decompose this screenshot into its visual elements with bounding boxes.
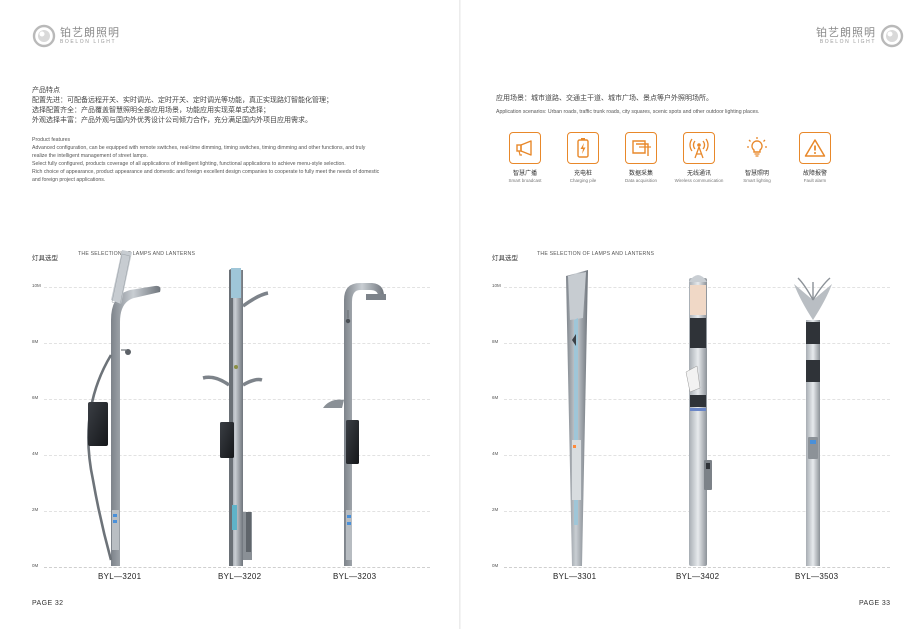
lamp-arm [241,291,269,308]
pole-byl-3202 [202,268,269,566]
page-number: PAGE 33 [859,600,891,607]
light-column [690,285,706,315]
info-screen [220,422,234,458]
features-title: 产品特点 [32,86,60,94]
black-band [690,318,706,348]
pole-byl-3503 [794,277,832,566]
feature-en-line: and foreign project applications. [32,177,106,183]
scale-label: 6M [492,395,499,400]
feature-fault-alarm: 故障报警 Fault alarm [786,132,844,183]
scale-label: 10M [492,283,501,288]
icon-label-cn: 充电桩 [573,171,592,177]
feature-charging-pile: 充电桩 Charging pile [554,132,612,183]
ground-line [44,567,430,568]
feature-smart-lighting: 智慧照明 Smart lighting [728,132,786,183]
feature-icon-row: 智慧广播 Smart broadcast 充电桩 Charging pile 数… [496,132,844,183]
data-stack-icon [632,140,651,156]
feature-data-acquisition: 数据采集 Data acquisition [612,132,670,183]
page-number: PAGE 32 [32,600,64,607]
brand-name-cn: 铂艺朗照明 [816,26,876,39]
feature-wireless-communication: 无线通讯 Wireless communication [670,132,728,183]
scenarios-cn: 应用场景：城市道路、交通主干道、城市广场、景点等户外照明场所。 [496,93,713,103]
lightbulb-icon [747,137,767,157]
brand-ring-icon [32,24,56,48]
icon-label-cn: 无线通讯 [686,171,711,177]
section-subtitle: THE SELECTION OF LAMPS AND LANTERNS [78,251,196,257]
pole-byl-3203 [323,283,386,566]
icon-label-cn: 故障报警 [802,171,827,177]
feature-en-line: Select fully configured, products covera… [32,161,346,167]
section-title: 灯具选型 [32,254,58,262]
icon-label-en: Smart lighting [743,178,771,183]
info-screen [346,420,359,464]
advertising-screen [88,402,108,446]
model-label: BYL—3201 [98,572,142,581]
pole-byl-3301 [566,270,588,566]
scale-label: 2M [492,507,499,512]
brand-logo-left: 铂艺朗照明 BOELON LIGHT [32,24,120,48]
icon-label-en: Data acquisition [624,178,658,183]
feature-line: 外观选择丰富：产品外观与国内外优秀设计公司倾力合作，充分满足国内外项目应用需求。 [32,116,312,124]
warning-icon [804,139,826,157]
scenarios-en-text: Application scenarios: Urban roads, traf… [496,109,760,115]
speaker [685,365,701,393]
scale-label: 4M [32,451,39,456]
section-subtitle: THE SELECTION OF LAMPS AND LANTERNS [537,251,655,257]
pole-byl-3201 [87,250,161,566]
scale-label: 10M [32,283,41,288]
feature-smart-broadcast: 智慧广播 Smart broadcast [496,132,554,183]
charging-pile-icon [577,138,589,158]
model-label: BYL—3301 [553,572,597,581]
model-label: BYL—3202 [218,572,262,581]
feature-en-line: realize the intelligent management of st… [32,153,148,159]
section-title: 灯具选型 [492,254,518,262]
pole-panel-head [568,272,586,320]
model-label: BYL—3402 [676,572,720,581]
icon-label-en: Smart broadcast [508,178,542,183]
icon-label-en: Charging pile [569,178,597,183]
light-panel-top [231,268,241,298]
ground-line [504,567,890,568]
scale-label: 6M [32,395,39,400]
megaphone-icon [516,140,532,156]
scale-label: 4M [492,451,499,456]
antenna-icon [689,138,709,159]
brand-name-cn: 铂艺朗照明 [60,26,120,39]
scale-label: 2M [32,507,39,512]
features-en-title: Product features [32,137,71,143]
lamp-arm-left [202,375,231,387]
scale-label: 8M [32,339,39,344]
feature-en-line: Advanced configuration, can be equipped … [32,145,366,151]
icon-label-en: Wireless communication [674,178,724,183]
feature-line: 选择配置齐全：产品覆盖智慧照明全部应用场景，功能应用实现菜单式选择； [32,106,270,114]
brand-name-en: BOELON LIGHT [60,39,117,45]
flower-lamp-head [794,284,832,320]
features-cn-block: 产品特点 配置先进：可配备远程开关、实时调光、定时开关、定时调光等功能，真正实现… [32,85,333,125]
camera [345,318,351,324]
scale-label: 0M [32,563,39,568]
brand-ring-icon [880,24,904,48]
book-spine [459,0,461,629]
brand-logo-right: 铂艺朗照明 BOELON LIGHT [816,24,904,48]
secondary-lamp [323,399,344,408]
scenarios-en: Application scenarios: Urban roads, traf… [496,108,759,116]
pole-panel-head [111,250,132,304]
icon-label-cn: 智慧广播 [512,171,537,177]
icon-label-cn: 智慧照明 [744,171,769,177]
scale-label: 8M [492,339,499,344]
brand-name-en: BOELON LIGHT [819,39,876,45]
feature-line: 配置先进：可配备远程开关、实时调光、定时开关、定时调光等功能，真正实现路灯智能化… [32,96,333,104]
scenarios-cn-text: 应用场景：城市道路、交通主干道、城市广场、景点等户外照明场所。 [496,94,713,102]
features-en-block: Product features Advanced configuration,… [32,136,379,184]
model-label: BYL—3203 [333,572,377,581]
feature-en-line: Rich choice of appearance, product appea… [32,169,380,175]
model-label: BYL—3503 [795,572,839,581]
icon-label-cn: 数据采集 [628,171,653,177]
black-band [806,322,820,344]
scale-label: 0M [492,563,499,568]
icon-label-en: Fault alarm [803,178,827,183]
lamp-head [366,294,386,300]
pole-byl-3402 [685,275,712,566]
